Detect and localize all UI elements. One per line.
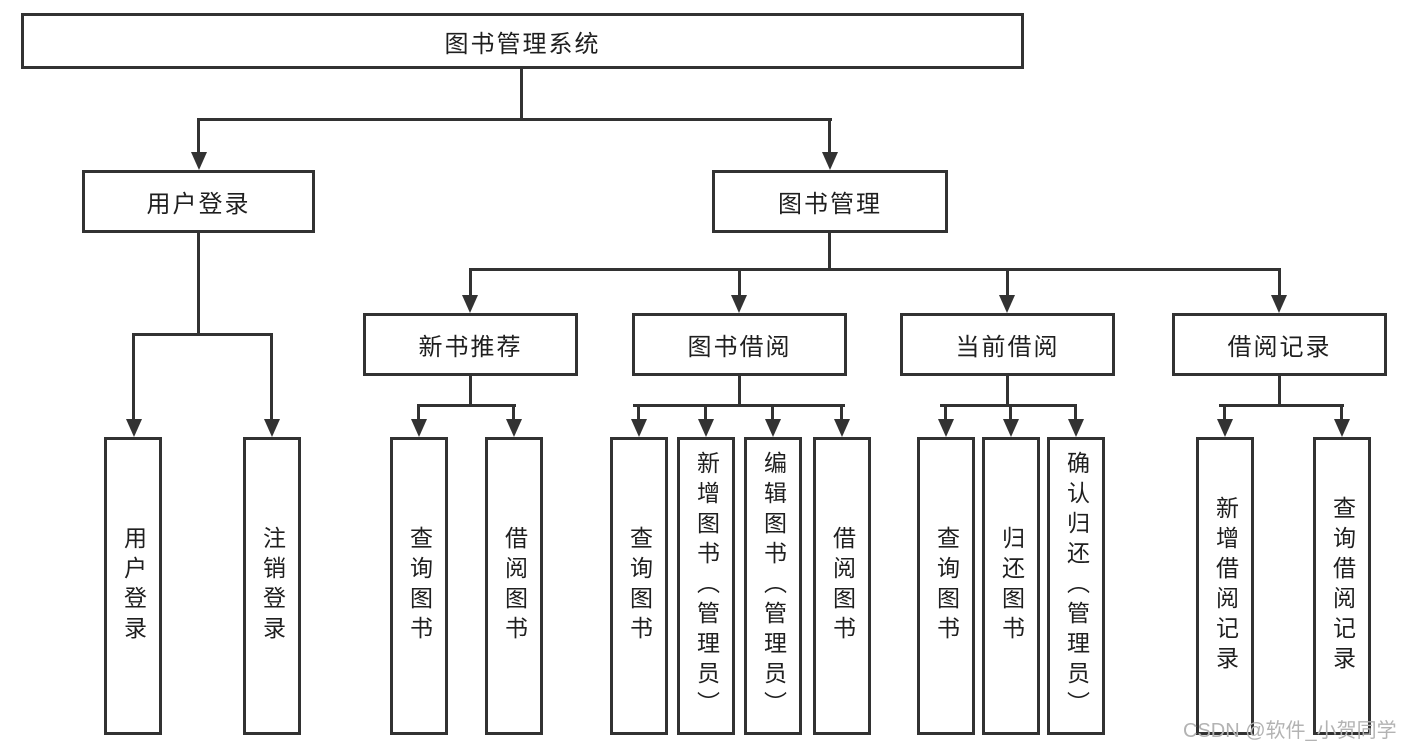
leaf-borrowing-borrow-books: 借阅图书 <box>813 437 871 735</box>
arrow-down-icon <box>1271 295 1287 313</box>
connector-line <box>840 404 843 419</box>
csdn-watermark: CSDN @软件_小贺同学 <box>1183 720 1397 742</box>
leaf-label: 新增借阅记录 <box>1212 496 1239 676</box>
connector-management-stem <box>828 233 831 270</box>
connector-line <box>197 118 200 152</box>
node-current-borrowing: 当前借阅 <box>900 313 1115 376</box>
arrow-down-icon <box>1217 419 1233 437</box>
node-library-management-system: 图书管理系统 <box>21 13 1024 69</box>
connector-root-stem <box>520 69 523 120</box>
node-label: 用户登录 <box>146 191 251 218</box>
leaf-label: 查询图书 <box>933 526 960 646</box>
connector-line <box>738 268 741 295</box>
node-label: 当前借阅 <box>955 334 1060 361</box>
leaf-borrowing-add-books-admin: 新增图书（管理员） <box>677 437 735 735</box>
connector-line <box>1278 268 1281 295</box>
connector-borrowing-stem <box>738 376 741 406</box>
node-label: 图书管理系统 <box>444 30 601 58</box>
arrow-down-icon <box>1068 419 1084 437</box>
arrow-down-icon <box>1334 419 1350 437</box>
connector-line <box>637 404 640 419</box>
leaf-label: 查询图书 <box>626 526 653 646</box>
leaf-current-return-books: 归还图书 <box>982 437 1040 735</box>
arrow-down-icon <box>698 419 714 437</box>
arrow-down-icon <box>999 295 1015 313</box>
connector-line <box>1074 404 1077 419</box>
connector-recommend-bar <box>417 404 516 407</box>
leaf-recommend-query-books: 查询图书 <box>390 437 448 735</box>
leaf-label: 归还图书 <box>998 526 1025 646</box>
leaf-label: 注销登录 <box>259 526 286 646</box>
arrow-down-icon <box>938 419 954 437</box>
node-borrowing-records: 借阅记录 <box>1172 313 1387 376</box>
connector-user-stem <box>197 233 200 335</box>
leaf-label: 新增图书（管理员） <box>693 451 720 721</box>
connector-level2-bar <box>469 268 1281 271</box>
arrow-down-icon <box>462 295 478 313</box>
leaf-borrowing-edit-books-admin: 编辑图书（管理员） <box>744 437 802 735</box>
connector-line <box>270 333 273 419</box>
connector-line <box>1009 404 1012 419</box>
connector-records-bar <box>1219 404 1344 407</box>
node-book-borrowing: 图书借阅 <box>632 313 847 376</box>
leaf-label: 查询图书 <box>406 526 433 646</box>
connector-records-stem <box>1278 376 1281 406</box>
connector-line <box>469 268 472 295</box>
leaf-label: 借阅图书 <box>829 526 856 646</box>
leaf-label: 确认归还（管理员） <box>1063 451 1090 721</box>
arrow-down-icon <box>264 419 280 437</box>
leaf-current-confirm-return-admin: 确认归还（管理员） <box>1047 437 1105 735</box>
connector-current-stem <box>1006 376 1009 406</box>
leaf-user-login: 用户登录 <box>104 437 162 735</box>
node-book-management: 图书管理 <box>712 170 948 233</box>
node-label: 借阅记录 <box>1227 334 1332 361</box>
connector-line <box>512 404 515 419</box>
leaf-recommend-borrow-books: 借阅图书 <box>485 437 543 735</box>
connector-level1-bar <box>197 118 832 121</box>
arrow-down-icon <box>126 419 142 437</box>
node-label: 图书借阅 <box>687 334 792 361</box>
arrow-down-icon <box>191 152 207 170</box>
connector-line <box>417 404 420 419</box>
leaf-label: 编辑图书（管理员） <box>760 451 787 721</box>
connector-line <box>704 404 707 419</box>
node-label: 新书推荐 <box>418 334 523 361</box>
leaf-label: 借阅图书 <box>501 526 528 646</box>
connector-line <box>1006 268 1009 295</box>
leaf-current-query-books: 查询图书 <box>917 437 975 735</box>
leaf-logout: 注销登录 <box>243 437 301 735</box>
connector-current-bar <box>940 404 1077 407</box>
arrow-down-icon <box>1003 419 1019 437</box>
arrow-down-icon <box>822 152 838 170</box>
arrow-down-icon <box>506 419 522 437</box>
leaf-records-query-borrow-record: 查询借阅记录 <box>1313 437 1371 735</box>
connector-borrowing-bar <box>633 404 845 407</box>
connector-line <box>944 404 947 419</box>
connector-user-bar <box>132 333 273 336</box>
arrow-down-icon <box>411 419 427 437</box>
node-user-login: 用户登录 <box>82 170 315 233</box>
arrow-down-icon <box>731 295 747 313</box>
arrow-down-icon <box>765 419 781 437</box>
leaf-borrowing-query-books: 查询图书 <box>610 437 668 735</box>
arrow-down-icon <box>834 419 850 437</box>
connector-line <box>1340 404 1343 419</box>
connector-recommend-stem <box>469 376 472 406</box>
connector-line <box>132 333 135 419</box>
arrow-down-icon <box>631 419 647 437</box>
leaf-label: 查询借阅记录 <box>1329 496 1356 676</box>
connector-line <box>828 118 831 152</box>
leaf-label: 用户登录 <box>120 526 147 646</box>
connector-line <box>771 404 774 419</box>
node-new-book-recommendation: 新书推荐 <box>363 313 578 376</box>
connector-line <box>1223 404 1226 419</box>
leaf-records-add-borrow-record: 新增借阅记录 <box>1196 437 1254 735</box>
node-label: 图书管理 <box>778 191 882 218</box>
